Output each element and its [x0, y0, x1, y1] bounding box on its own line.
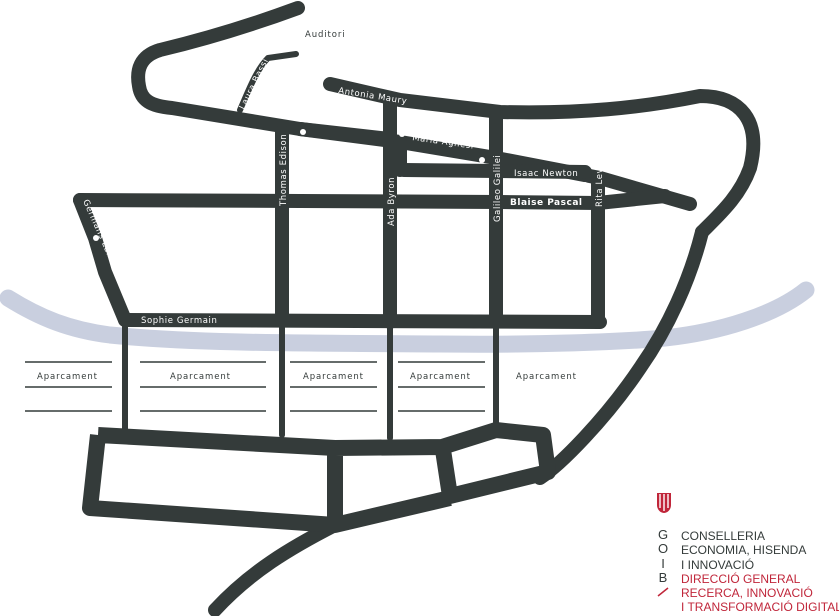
street-label-thomas-edison: Thomas Edison: [279, 134, 289, 207]
road-antonia-maury: [323, 77, 761, 239]
parking-label: Aparcament: [170, 372, 231, 382]
junction-node: [582, 182, 588, 188]
road-east-outer: [533, 225, 709, 485]
parking-lot-lines: [25, 361, 485, 412]
slash-mark: [657, 587, 669, 597]
road-southwest-outer: [208, 518, 342, 616]
logo-line-conselleria: CONSELLERIA: [681, 529, 766, 543]
street-label-isaac-newton: Isaac Newton: [514, 169, 578, 179]
logo-line-innovacio: I INNOVACIÓ: [681, 557, 755, 572]
logo-line-economia: ECONOMIA, HISENDA: [681, 543, 807, 558]
southern-blocks: [82, 422, 556, 533]
logo-letter: I: [661, 555, 665, 571]
road-laura-bassi: [237, 51, 299, 113]
street-label-rita-levi: Rita Levi: [595, 165, 605, 207]
shield-icon: [657, 493, 671, 513]
logo-text: CONSELLERIA ECONOMIA, HISENDA I INNOVACI…: [681, 529, 839, 615]
logo-line-direccio: DIRECCIÓ GENERAL: [681, 571, 801, 586]
street-label-ada-byron: Ada Byron: [387, 177, 397, 226]
logo-line-recerca: RECERCA, INNOVACIÓ: [681, 586, 813, 601]
parking-label: Aparcament: [516, 372, 577, 382]
goib-logo: G O I B CONSELLERIA ECONOMIA, HISENDA I …: [653, 492, 839, 616]
junction-node: [93, 235, 99, 241]
parking-label: Aparcament: [37, 372, 98, 382]
road-sophie-germain: [118, 313, 607, 329]
street-label-galileo-galilei: Galileo Galilei: [493, 155, 503, 222]
logo-letter: B: [658, 569, 668, 585]
auditori-label: Auditori: [305, 30, 346, 40]
junction-node: [399, 131, 405, 137]
junction-node: [479, 157, 485, 163]
junction-node: [401, 179, 407, 185]
street-label-sophie-germain: Sophie Germain: [141, 316, 217, 326]
parking-label: Aparcament: [303, 372, 364, 382]
road-germans-lumiere: [73, 193, 132, 327]
junction-node: [300, 129, 306, 135]
logo-line-transformacio: I TRANSFORMACIÓ DIGITAL: [681, 600, 839, 615]
logo-letter: G: [657, 527, 669, 542]
river: [0, 281, 815, 353]
street-label-blaise-pascal: Blaise Pascal: [510, 198, 582, 208]
road-north-loop: [131, 1, 397, 146]
goib-letters: G O I B: [656, 527, 670, 585]
street-label-laura-bassi: Laura Bassi: [238, 57, 271, 111]
parking-label: Aparcament: [410, 372, 471, 382]
logo-letter: O: [657, 541, 669, 557]
